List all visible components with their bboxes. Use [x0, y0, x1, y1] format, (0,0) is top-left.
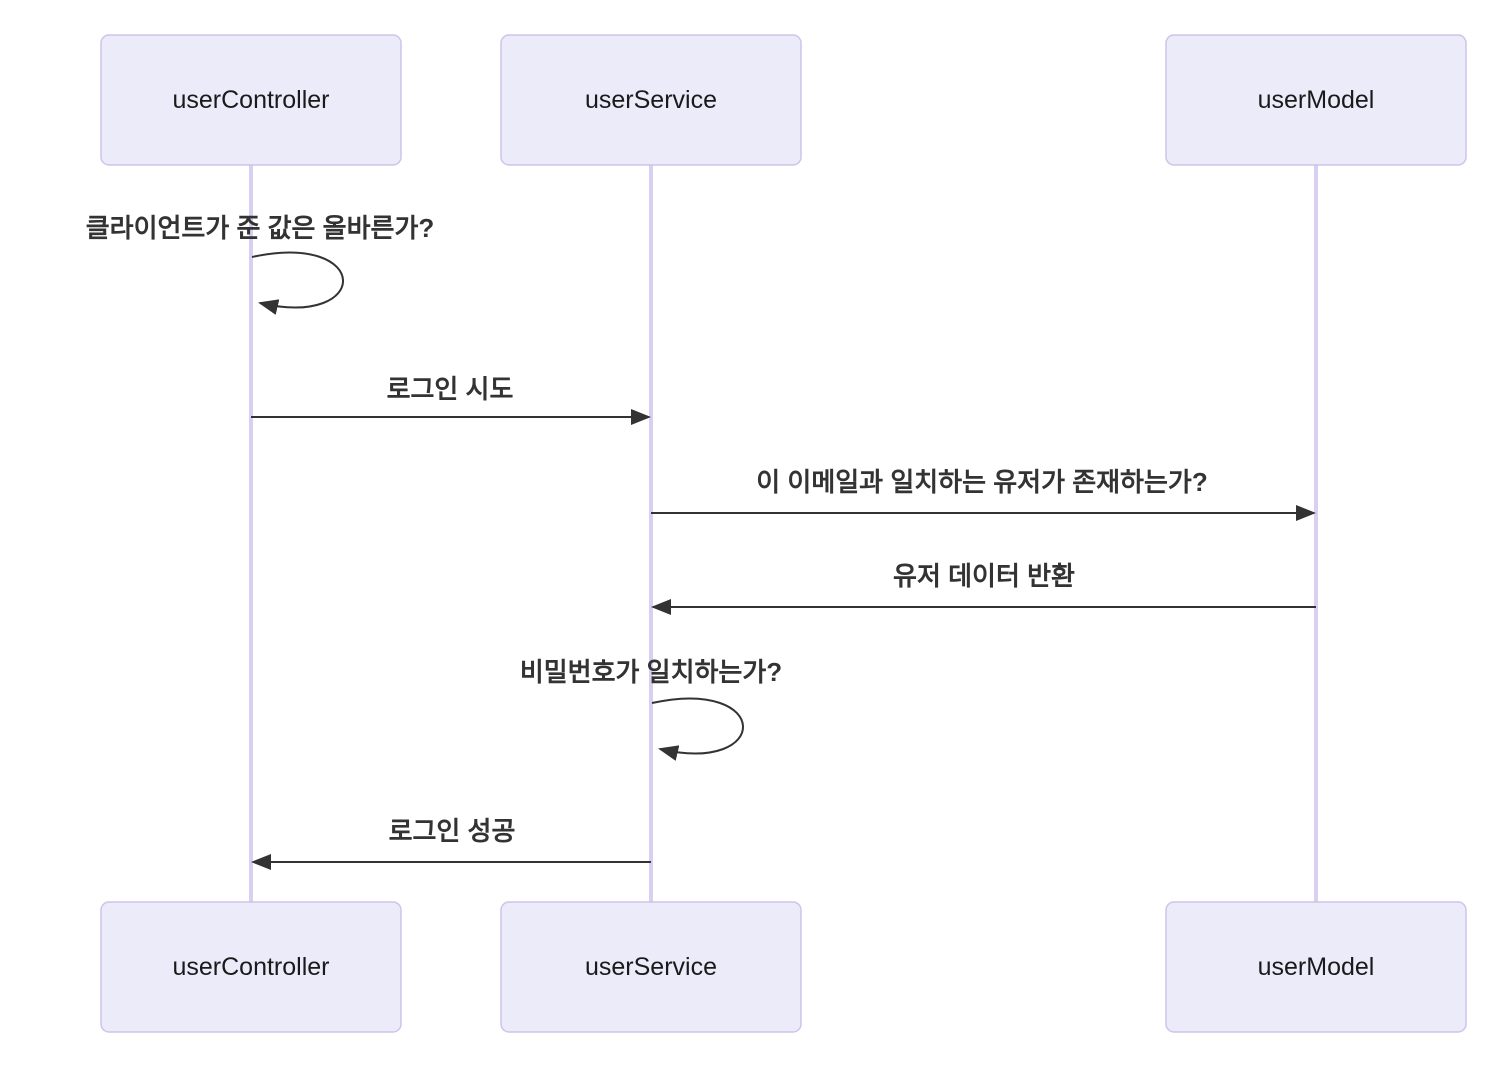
- actor-bottom-label-userservice: userService: [585, 953, 717, 981]
- actor-bottom-label-usermodel: userModel: [1258, 953, 1375, 981]
- actor-bottom-box-usercontroller: [100, 901, 402, 1033]
- message-self-loop-userservice: [651, 697, 744, 761]
- actor-bottom-box-usermodel: [1165, 901, 1467, 1033]
- actor-top-box-usercontroller: [100, 34, 402, 166]
- actor-bottom-box-userservice: [500, 901, 802, 1033]
- actor-bottom-label-usercontroller: userController: [172, 953, 329, 981]
- actor-top-label-userservice: userService: [585, 86, 717, 114]
- actor-top-label-usercontroller: userController: [172, 86, 329, 114]
- message-label-login-success: 로그인 성공: [389, 816, 516, 846]
- message-label-return-user-data: 유저 데이터 반환: [893, 561, 1075, 591]
- message-self-loop-usercontroller: [251, 251, 344, 315]
- message-label-login-attempt: 로그인 시도: [387, 374, 514, 404]
- actor-top-box-userservice: [500, 34, 802, 166]
- message-label-self-validate-input: 클라이언트가 준 값은 올바른가?: [86, 213, 435, 243]
- message-label-self-password-match: 비밀번호가 일치하는가?: [520, 657, 782, 687]
- actor-top-box-usermodel: [1165, 34, 1467, 166]
- actor-top-label-usermodel: userModel: [1258, 86, 1375, 114]
- message-label-find-user-by-email: 이 이메일과 일치하는 유저가 존재하는가?: [756, 467, 1207, 497]
